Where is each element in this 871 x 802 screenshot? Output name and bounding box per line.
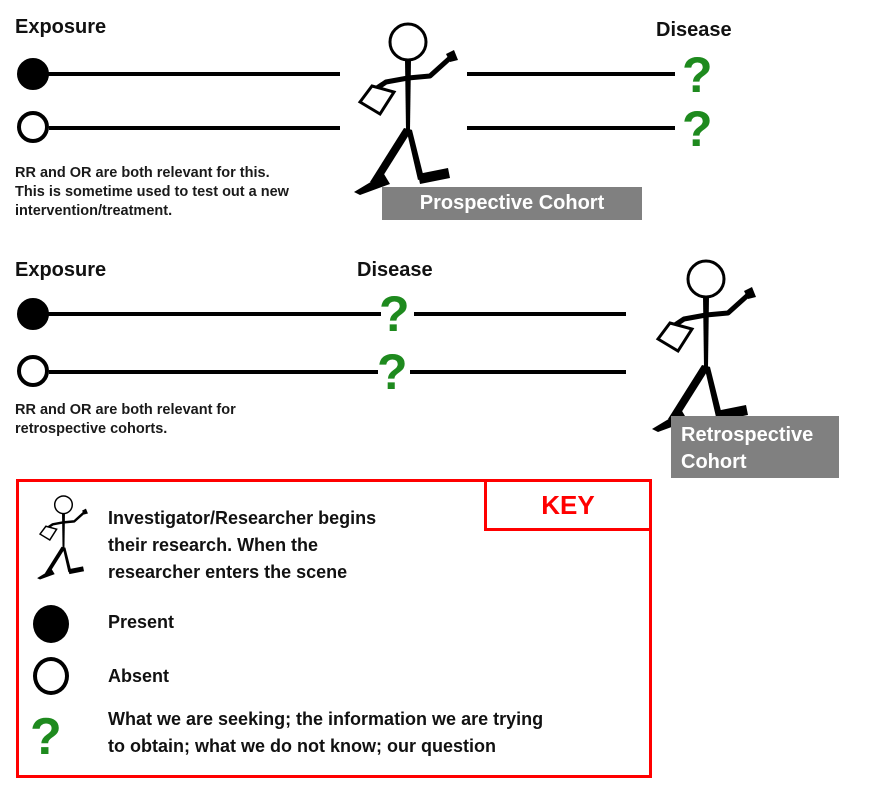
retrospective-label-line: Retrospective	[681, 424, 814, 446]
key-title: KEY	[541, 489, 595, 520]
retrospective-label-line: Cohort	[681, 451, 747, 473]
key-filled-circle-icon	[33, 605, 69, 643]
key-researcher-stick-figure-icon	[35, 494, 90, 581]
prospective-note-line: RR and OR are both relevant for this.	[15, 165, 270, 181]
key-empty-circle-icon	[33, 657, 69, 695]
retrospective-researcher-stick-figure-icon	[650, 257, 760, 437]
retrospective-exposure-heading: Exposure	[15, 259, 107, 281]
key-item-text-line: researcher enters the scene	[108, 562, 348, 582]
prospective-outcome-present-question-icon: ?	[682, 47, 713, 103]
key-item-absent: Absent	[108, 666, 170, 686]
prospective-outcome-absent-question-icon: ?	[682, 101, 713, 157]
key-item-text-line: their research. When the	[108, 535, 319, 555]
retrospective-note-line: retrospective cohorts.	[15, 421, 168, 437]
exposure-present-filled-circle-icon	[17, 58, 49, 90]
prospective-timeline-present-before	[45, 72, 340, 76]
retrospective-note: RR and OR are both relevant for retrospe…	[15, 401, 236, 439]
key-title-box: KEY	[484, 479, 652, 531]
retrospective-cohort-label: Retrospective Cohort	[671, 416, 839, 478]
prospective-cohort-label: Prospective Cohort	[382, 187, 642, 220]
retrospective-outcome-absent-question-icon: ?	[377, 344, 408, 400]
key-item-text-line: Investigator/Researcher begins	[108, 508, 377, 528]
prospective-researcher-stick-figure-icon	[352, 20, 462, 200]
key-item-researcher: Investigator/Researcher begins their res…	[108, 505, 376, 586]
exposure-absent-empty-circle-icon	[17, 111, 49, 143]
prospective-timeline-absent-after	[467, 126, 675, 130]
key-legend-box	[16, 479, 652, 778]
key-item-text-line: to obtain; what we do not know; our ques…	[108, 736, 496, 756]
retrospective-timeline-present-after	[414, 312, 626, 316]
key-item-present: Present	[108, 612, 175, 632]
retrospective-outcome-present-question-icon: ?	[379, 286, 410, 342]
exposure-absent-empty-circle-icon	[17, 355, 49, 387]
retrospective-timeline-present-before	[45, 312, 381, 316]
key-item-question: What we are seeking; the information we …	[108, 706, 543, 760]
retrospective-disease-heading: Disease	[357, 259, 433, 281]
prospective-note: RR and OR are both relevant for this. Th…	[15, 164, 289, 221]
key-question-mark-icon: ?	[30, 708, 62, 766]
prospective-timeline-present-after	[467, 72, 675, 76]
prospective-exposure-heading: Exposure	[15, 16, 107, 38]
retrospective-note-line: RR and OR are both relevant for	[15, 402, 236, 418]
retrospective-timeline-absent-before	[49, 370, 378, 374]
retrospective-timeline-absent-after	[410, 370, 626, 374]
prospective-disease-heading: Disease	[656, 19, 732, 41]
prospective-timeline-absent-before	[49, 126, 340, 130]
prospective-note-line: intervention/treatment.	[15, 203, 173, 219]
key-item-text-line: What we are seeking; the information we …	[108, 709, 544, 729]
prospective-note-line: This is sometime used to test out a new	[15, 184, 289, 200]
